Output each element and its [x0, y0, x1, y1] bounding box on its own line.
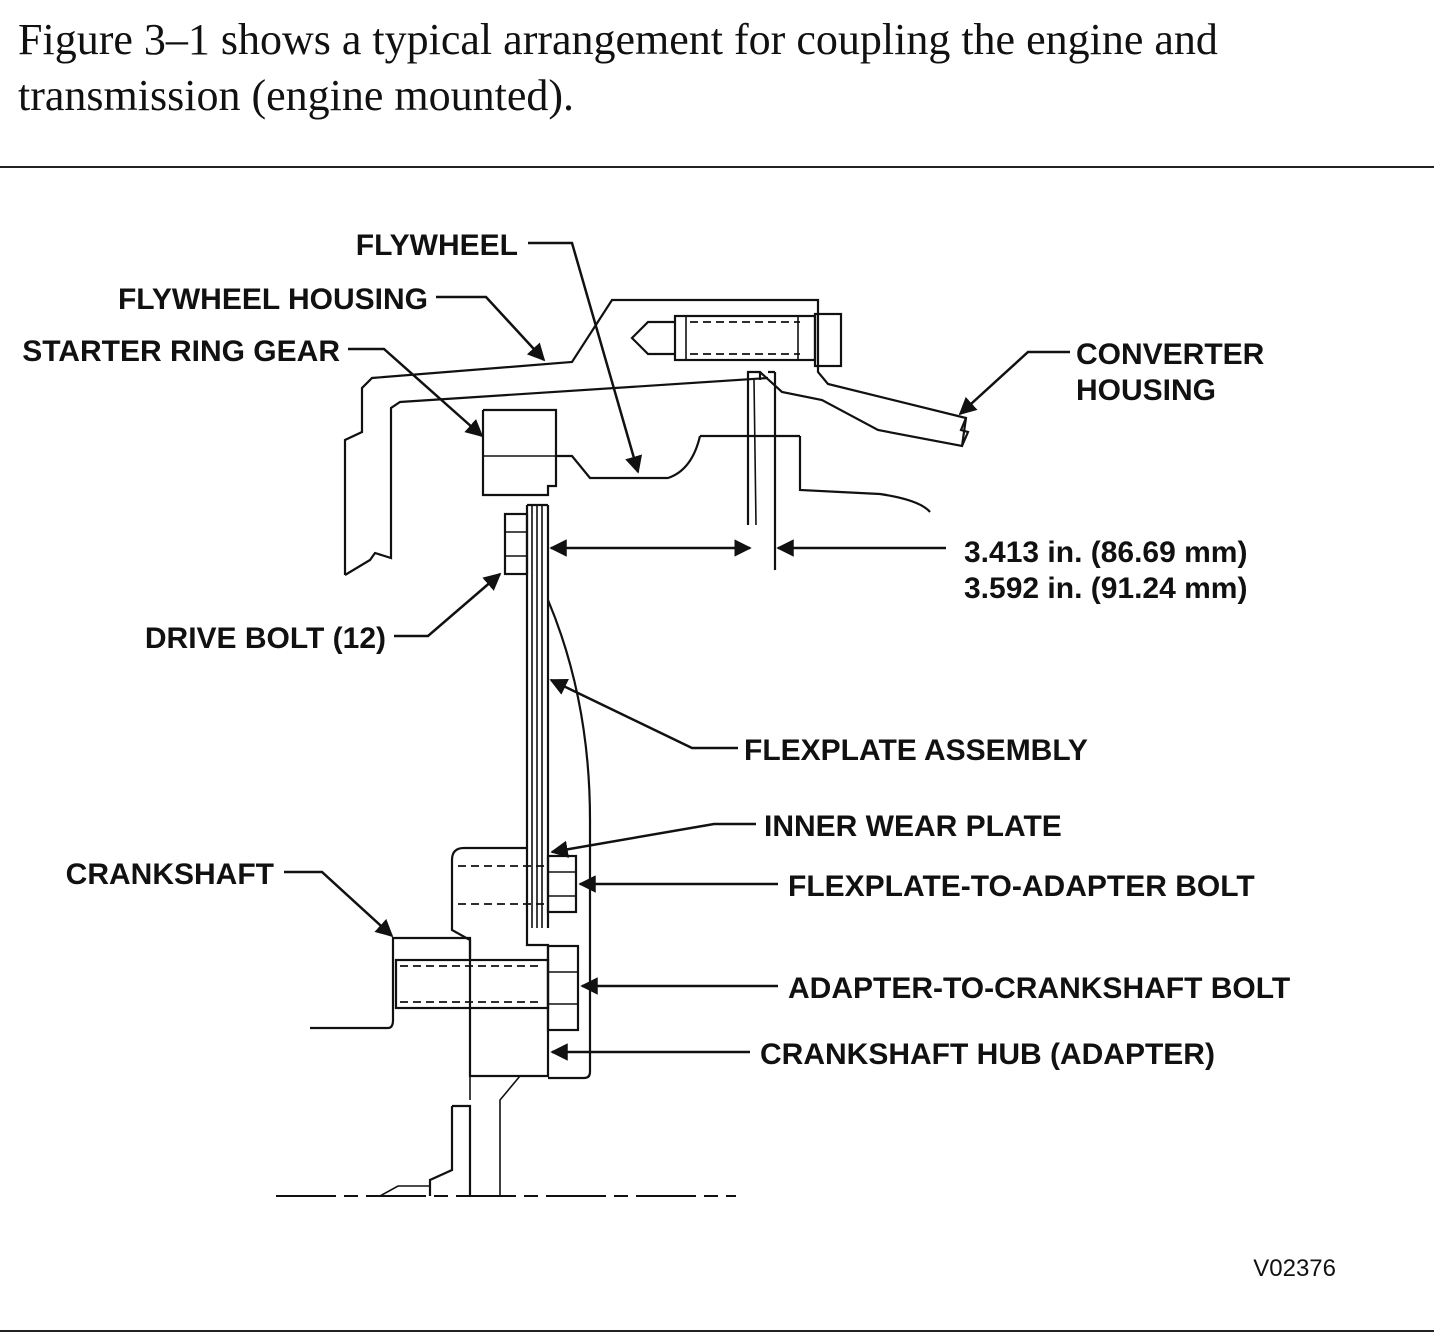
leader-flywheel-housing: [436, 295, 546, 362]
converter-bolt-shape: [630, 312, 843, 368]
label-drive-bolt: DRIVE BOLT (12): [145, 622, 386, 655]
label-flywheel-housing: FLYWHEEL HOUSING: [118, 283, 428, 316]
label-flexplate-assembly: FLEXPLATE ASSEMBLY: [744, 734, 1088, 767]
bottom-rule: [0, 1330, 1434, 1332]
label-converter-housing-line1: CONVERTER: [1076, 338, 1265, 371]
dimension-value-2: 3.592 in. (91.24 mm): [964, 572, 1247, 605]
label-inner-wear-plate: INNER WEAR PLATE: [764, 810, 1062, 843]
flexplate-bolt-shape: [458, 854, 578, 914]
label-flexplate-to-adapter-bolt: FLEXPLATE-TO-ADAPTER BOLT: [788, 870, 1255, 903]
converter-housing-shape: [700, 370, 931, 570]
leader-flywheel: [528, 241, 643, 474]
dimension-value-1: 3.413 in. (86.69 mm): [964, 536, 1247, 569]
leader-drive-bolt: [394, 572, 502, 638]
leader-starter-ring-gear: [348, 347, 484, 438]
label-starter-ring-gear: STARTER RING GEAR: [22, 335, 340, 368]
leader-crankshaft: [284, 870, 394, 938]
label-crankshaft-hub: CRANKSHAFT HUB (ADAPTER): [760, 1038, 1215, 1071]
label-converter-housing-line2: HOUSING: [1076, 374, 1216, 407]
label-flywheel: FLYWHEEL: [356, 229, 518, 262]
crankshaft-bolt-shape: [394, 944, 580, 1032]
leader-flexplate-assembly: [549, 678, 738, 750]
top-rule: [0, 166, 1434, 168]
flywheel-shape: [481, 408, 702, 497]
flywheel-housing-shape: [343, 298, 970, 576]
intro-paragraph: Figure 3–1 shows a typical arrangement f…: [18, 15, 1218, 120]
drive-bolt-shape: [503, 512, 529, 576]
leader-inner-wear-plate: [550, 822, 756, 858]
flexplate-shape: [525, 503, 592, 1080]
label-crankshaft: CRANKSHAFT: [66, 858, 274, 891]
crankshaft-hub-shape: [379, 846, 550, 1197]
crankshaft-shape: [310, 936, 472, 1030]
label-adapter-to-crankshaft-bolt: ADAPTER-TO-CRANKSHAFT BOLT: [788, 972, 1290, 1005]
figure-code: V02376: [1253, 1255, 1336, 1282]
leader-converter-housing: [958, 350, 1070, 416]
